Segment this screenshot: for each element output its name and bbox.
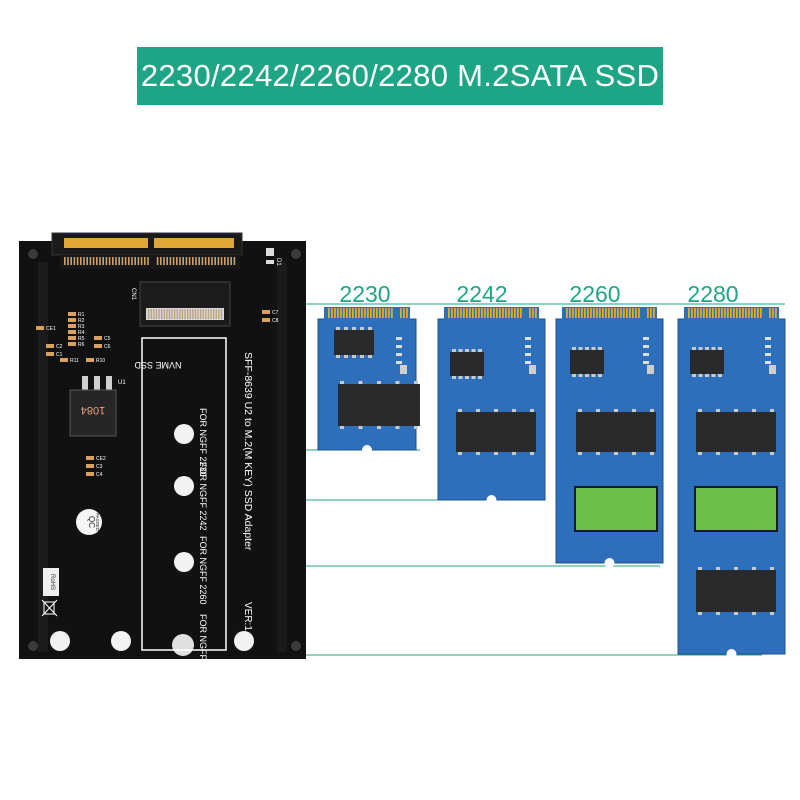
ssd-chip [338, 384, 420, 426]
title-banner: 2230/2242/2260/2280 M.2SATA SSD [137, 47, 663, 105]
component-label: C4 [96, 472, 103, 478]
ssd-chip [450, 352, 484, 376]
mount-hole-top-right [291, 249, 301, 259]
component-label: R10 [96, 358, 105, 364]
ssd-chip [570, 350, 604, 374]
screw-hole-3 [234, 631, 254, 651]
component-label: R3 [78, 324, 85, 330]
component-r4 [68, 330, 76, 334]
component-r6 [68, 342, 76, 346]
component-label: R2 [78, 318, 85, 324]
component-c3 [86, 464, 94, 468]
component-label: C3 [96, 464, 103, 470]
component-r10 [86, 358, 94, 362]
ssd-chip [690, 350, 724, 374]
weee-icon [41, 599, 58, 617]
u1-label: U1 [118, 380, 126, 386]
ngff-label-4: FOR NGFF 2280 [198, 614, 208, 683]
qc-sub-label: PASSED [95, 513, 100, 532]
cn1-label: CN1 [130, 288, 136, 301]
ssd-screw-notch [604, 558, 615, 568]
ssd-screw-notch [486, 495, 497, 505]
component-c1 [46, 352, 54, 356]
regulator-u1: 1084 [69, 376, 117, 437]
component-label: C2 [56, 344, 63, 350]
component-r1 [68, 312, 76, 316]
ssd-screw-notch [726, 649, 737, 659]
screw-hole-1 [50, 631, 70, 651]
m2-slot-outline [141, 337, 227, 651]
ngff-label-3: FOR NGFF 2260 [198, 536, 208, 605]
rohs-mark [43, 568, 59, 596]
ssd-chip [696, 570, 776, 612]
component-c8 [262, 318, 270, 322]
guide-lines [306, 303, 785, 656]
component-r2 [68, 318, 76, 322]
component-r11 [60, 358, 68, 362]
qc-passed-sticker: QC PASSED [76, 509, 102, 535]
component-r3 [68, 324, 76, 328]
ssd-size-label-2280: 2280 [687, 281, 738, 307]
component-ce1 [36, 326, 44, 330]
d1-label: D1 [275, 258, 281, 266]
adapter-silkscreen: SFF-8639 U2 to M.2(M KEY) SSD Adapter [242, 352, 254, 551]
standoff-2260 [174, 552, 194, 572]
component-c4 [86, 472, 94, 476]
version-label: VER:1.0 [242, 602, 253, 640]
chip-marking: 1084 [81, 404, 105, 416]
ngff-label-2: FOR NGFF 2242 [198, 462, 208, 531]
title-text: 2230/2242/2260/2280 M.2SATA SSD [140, 58, 660, 93]
ssd-chip [456, 412, 536, 452]
ssd-controller-chip [576, 488, 656, 530]
component-label: C8 [272, 318, 279, 324]
component-label: R4 [78, 330, 85, 336]
ssd-2230 [317, 307, 420, 455]
mount-hole-bottom-left [28, 641, 38, 651]
ssd-2260 [555, 307, 664, 568]
ssd-2280 [677, 307, 786, 659]
component-label: CE1 [46, 326, 56, 332]
component-c7 [262, 310, 270, 314]
component-label: R1 [78, 312, 85, 318]
ssd-chip [334, 330, 374, 355]
ssd-size-label-2260: 2260 [569, 281, 620, 307]
mount-hole-top-left [28, 249, 38, 259]
m2-socket [139, 281, 231, 327]
u2-connector [51, 232, 243, 269]
ssd-2242 [437, 307, 546, 505]
nvme-label: NVME SSD [134, 360, 182, 370]
component-label: R11 [70, 358, 79, 364]
screw-standoff [172, 634, 194, 656]
component-c6 [94, 344, 102, 348]
component-c5 [94, 336, 102, 340]
standoff-2230 [174, 424, 194, 444]
component-r5 [68, 336, 76, 340]
component-label: C7 [272, 310, 279, 316]
component-label: CE2 [96, 456, 106, 462]
ssd-size-label-2242: 2242 [456, 281, 507, 307]
ssd-size-label-2230: 2230 [339, 281, 390, 307]
rohs-label: RoHS [49, 574, 55, 590]
component-c2 [46, 344, 54, 348]
component-label: R5 [78, 336, 85, 342]
ssd-chip [696, 412, 776, 452]
component-label: C1 [56, 352, 63, 358]
component-label: C5 [104, 336, 111, 342]
component-label: R6 [78, 342, 85, 348]
ngff-label-1: FOR NGFF 2230 [198, 408, 208, 477]
ssd-screw-notch [362, 445, 372, 455]
component-label: C6 [104, 344, 111, 350]
qc-label: QC [87, 516, 96, 528]
component-ce2 [86, 456, 94, 460]
mount-hole-bottom-right [291, 641, 301, 651]
ssd-chip [576, 412, 656, 452]
standoff-2242 [174, 476, 194, 496]
ssd-controller-chip [696, 488, 776, 530]
screw-hole-2 [111, 631, 131, 651]
